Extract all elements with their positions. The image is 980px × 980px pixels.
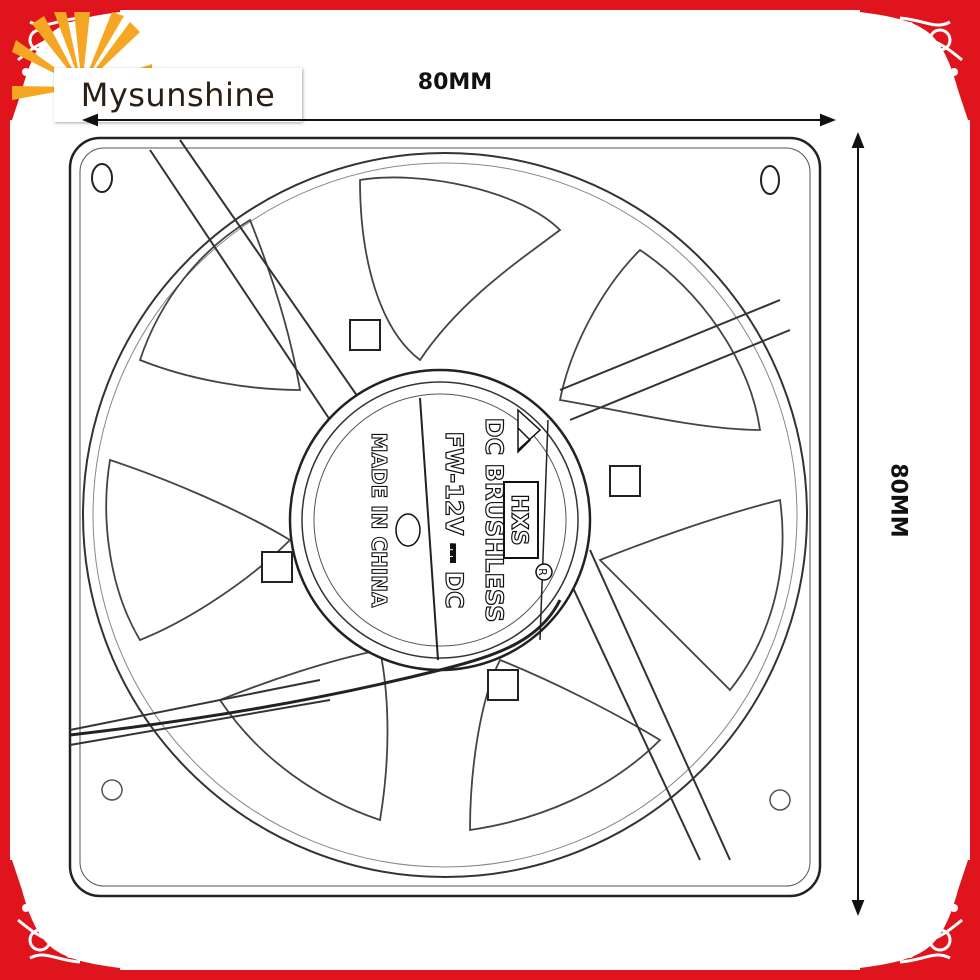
hub-clip bbox=[609, 465, 641, 497]
registered-mark: R bbox=[536, 568, 549, 576]
corner-ornament bbox=[0, 860, 120, 980]
fan-blade bbox=[218, 648, 389, 822]
frame-strut bbox=[559, 549, 731, 861]
fan-blade bbox=[598, 498, 784, 692]
corner-ornament bbox=[860, 0, 980, 120]
mounting-hole bbox=[91, 163, 113, 193]
frame-strut bbox=[69, 679, 331, 746]
hub-logo-text: HXS bbox=[506, 494, 531, 545]
fan-blade bbox=[138, 218, 302, 391]
frame-strut bbox=[149, 139, 361, 421]
hxs-logo-icon bbox=[517, 408, 542, 454]
fan-blade bbox=[558, 248, 762, 431]
fan-blade bbox=[105, 458, 292, 642]
hub-line2: FW-12V ⎓ DC bbox=[440, 431, 468, 608]
mounting-hole bbox=[769, 789, 791, 811]
width-dimension-label: 80MM bbox=[417, 70, 493, 95]
fan-shroud bbox=[82, 152, 808, 878]
hub-line1: DC BRUSHLESS bbox=[480, 418, 508, 623]
fan-blade bbox=[359, 176, 562, 362]
fan-blade bbox=[469, 658, 662, 832]
hub-line3: MADE IN CHINA bbox=[367, 433, 391, 608]
frame-strut bbox=[559, 299, 791, 421]
brand-badge: Mysunshine bbox=[54, 68, 302, 122]
fan-wire bbox=[69, 599, 562, 737]
corner-ornament bbox=[860, 860, 980, 980]
fan-frame bbox=[68, 136, 822, 898]
mounting-hole bbox=[760, 165, 780, 195]
hub-clip bbox=[487, 669, 519, 701]
mounting-hole bbox=[101, 779, 123, 801]
brand-name: Mysunshine bbox=[80, 76, 276, 114]
hub-clip bbox=[261, 551, 293, 583]
hub-clip bbox=[349, 319, 381, 351]
